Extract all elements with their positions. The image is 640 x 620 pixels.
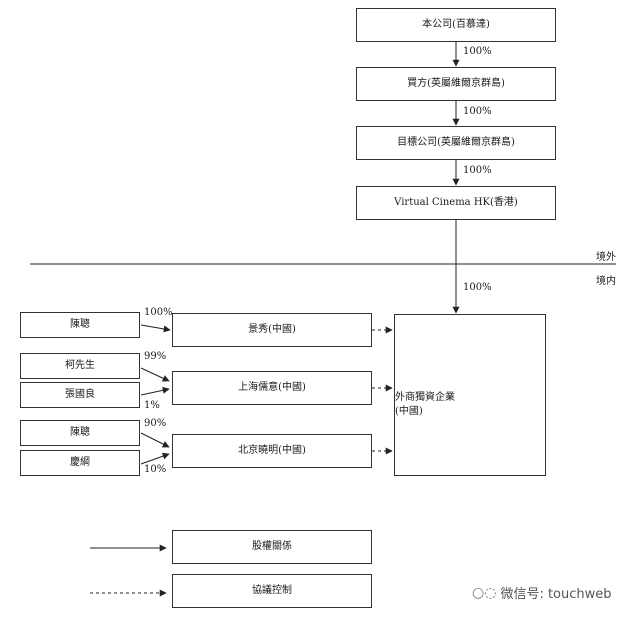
chain-percent-1: 100% [463,46,492,57]
holder-arrow-5 [140,452,170,465]
legend-contract-label: 協議控制 [252,585,292,596]
watermark: ○◌ 微信号: touchweb [472,583,612,603]
shanghai-ruyi-box: 上海儒意(中國) [172,371,372,405]
holder-arrow-4 [140,432,170,448]
wfoe-region-label: (中國) [395,406,423,417]
holder-box-1: 陳聰 [20,312,140,338]
holder-percent-1: 100% [144,307,173,318]
legend-equity-box: 股權關係 [172,530,372,564]
wechat-icon: ○◌ [472,584,497,601]
chain-percent-2: 100% [463,106,492,117]
holder-label-5: 慶綱 [70,457,90,468]
purchaser-box: 買方(英屬維爾京群島) [356,67,556,101]
legend-contract-box: 協議控制 [172,574,372,608]
chain-percent-3: 100% [463,165,492,176]
holder-arrow-2 [140,367,170,382]
company-label: 本公司(百慕達) [422,19,490,30]
holder-percent-2: 99% [144,351,167,362]
legend-equity-label: 股權關係 [252,541,292,552]
company-box: 本公司(百慕達) [356,8,556,42]
region-inside-label: 境内 [596,276,616,287]
holder-label-2: 柯先生 [65,360,95,371]
holder-label-1: 陳聰 [70,319,90,330]
virtual-cinema-label: Virtual Cinema HK(香港) [394,197,518,208]
holder-percent-5: 10% [144,464,167,475]
watermark-text: 微信号: touchweb [500,587,612,602]
region-outside-label: 境外 [596,252,616,263]
holder-label-3: 張國良 [65,389,95,400]
jingxiu-label: 景秀(中國) [248,324,296,335]
target-company-label: 目標公司(英屬維爾京群島) [397,137,515,148]
holder-box-3: 張國良 [20,382,140,408]
wfoe-box: 外商獨資企業 (中國) [394,314,546,476]
wfoe-label: 外商獨資企業 [395,392,455,403]
holder-label-4: 陳聰 [70,427,90,438]
beijing-xiaoming-box: 北京曉明(中國) [172,434,372,468]
target-company-box: 目標公司(英屬維爾京群島) [356,126,556,160]
holder-box-5: 慶綱 [20,450,140,476]
holder-box-2: 柯先生 [20,353,140,379]
chain-percent-4: 100% [463,282,492,293]
holder-arrow-1 [140,324,171,333]
purchaser-label: 買方(英屬維爾京群島) [407,78,505,89]
holder-arrow-3 [140,386,170,396]
virtual-cinema-box: Virtual Cinema HK(香港) [356,186,556,220]
jingxiu-box: 景秀(中國) [172,313,372,347]
holder-percent-3: 1% [144,400,160,411]
holder-box-4: 陳聰 [20,420,140,446]
holder-percent-4: 90% [144,418,167,429]
beijing-xiaoming-label: 北京曉明(中國) [238,445,306,456]
shanghai-ruyi-label: 上海儒意(中國) [238,382,306,393]
